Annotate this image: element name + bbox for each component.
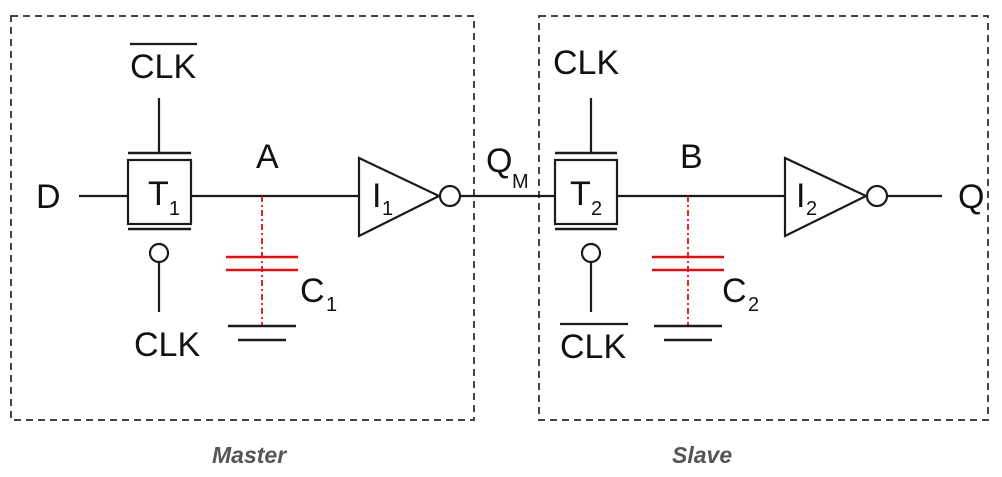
slave-frame bbox=[538, 15, 989, 421]
t2-label: T bbox=[570, 175, 591, 213]
i1-label: I bbox=[372, 177, 381, 215]
node-a-label: A bbox=[256, 138, 279, 176]
slave-caption: Slave bbox=[672, 442, 732, 468]
q-output-label: Q bbox=[958, 178, 984, 216]
parasitic-capacitor-c1 bbox=[226, 196, 298, 342]
node-b-label: B bbox=[680, 138, 703, 176]
t1-pmos-bubble bbox=[148, 242, 170, 264]
master-caption: Master bbox=[212, 442, 287, 468]
transmission-gate-t1 bbox=[126, 98, 193, 312]
i2-label: I bbox=[796, 177, 805, 215]
inverter-i2 bbox=[783, 156, 889, 238]
t1-label: T bbox=[148, 175, 169, 213]
master-clk-bar-label: CLK bbox=[130, 48, 196, 86]
c2-label: C bbox=[722, 272, 747, 310]
qm-subscript: M bbox=[512, 171, 529, 193]
master-frame bbox=[10, 15, 475, 421]
t2-pmos-bubble bbox=[580, 242, 602, 264]
c1-subscript: 1 bbox=[326, 294, 337, 316]
inverter-i1 bbox=[357, 156, 462, 238]
slave-clk-label: CLK bbox=[553, 44, 619, 82]
d-input-label: D bbox=[36, 178, 61, 216]
c1-label: C bbox=[300, 272, 325, 310]
slave-clk-bar-label: CLK bbox=[560, 328, 626, 366]
parasitic-capacitor-c2 bbox=[652, 196, 724, 342]
t1-subscript: 1 bbox=[169, 198, 180, 220]
c2-subscript: 2 bbox=[748, 294, 759, 316]
transmission-gate-t2 bbox=[553, 98, 619, 312]
i2-output-bubble bbox=[865, 184, 889, 208]
i1-output-bubble bbox=[438, 184, 462, 208]
master-clk-label: CLK bbox=[134, 326, 200, 364]
i1-subscript: 1 bbox=[382, 198, 393, 220]
qm-label: Q bbox=[486, 142, 512, 180]
t2-subscript: 2 bbox=[591, 198, 602, 220]
i2-subscript: 2 bbox=[806, 198, 817, 220]
